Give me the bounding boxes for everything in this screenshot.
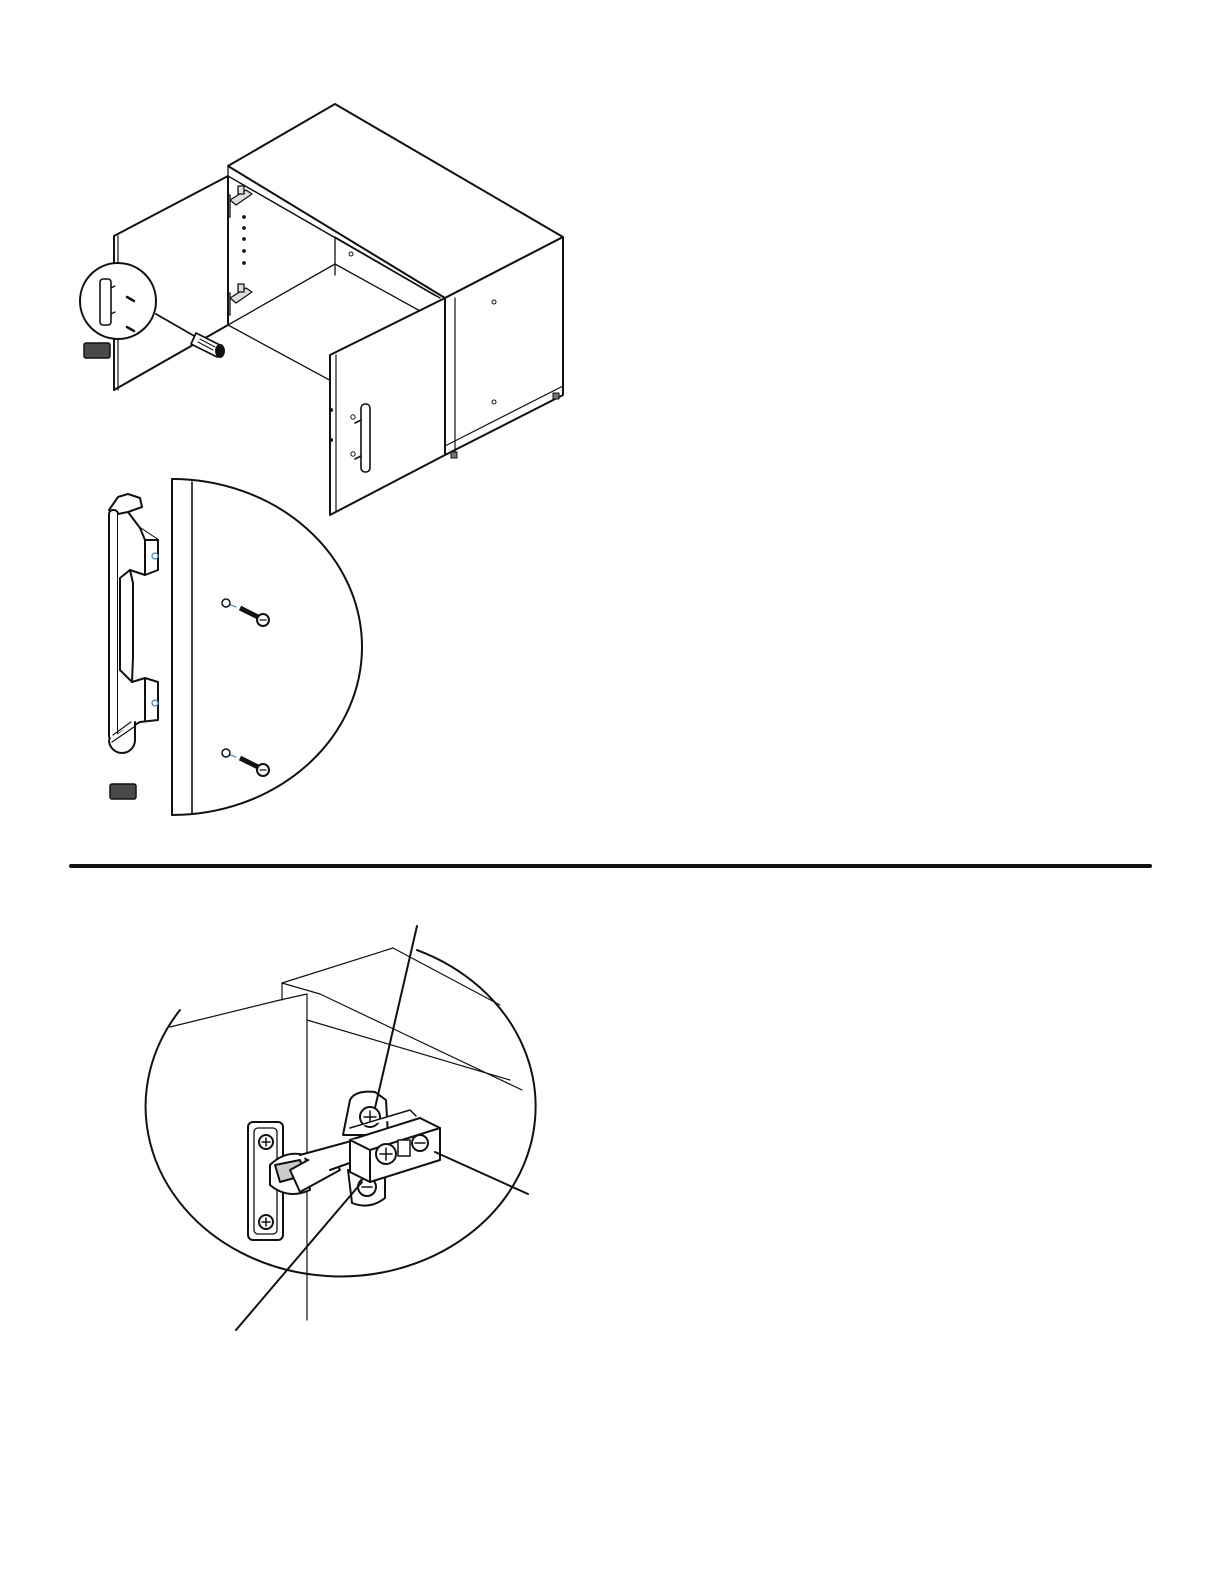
hinge-detail bbox=[146, 926, 536, 1330]
bar-handle bbox=[109, 494, 158, 753]
part-tag-top bbox=[84, 343, 110, 358]
part-tag-bottom bbox=[110, 784, 136, 799]
zoom-circle-hinge bbox=[146, 950, 536, 1276]
zoom-circle-small bbox=[80, 263, 156, 339]
front-door bbox=[330, 298, 445, 515]
handle-detail bbox=[109, 479, 362, 815]
cabinet-drawing bbox=[80, 104, 563, 515]
